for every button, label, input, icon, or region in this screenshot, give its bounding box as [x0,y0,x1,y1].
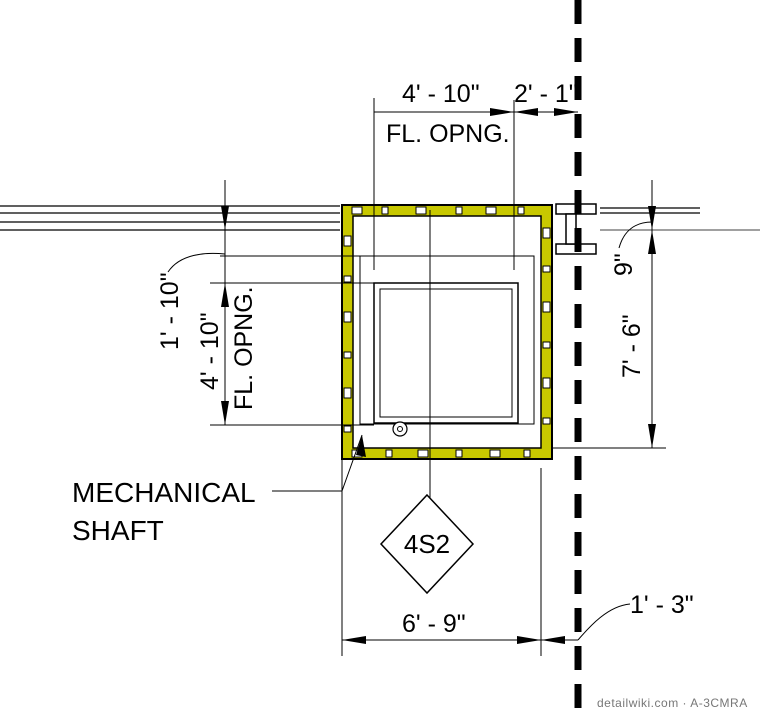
section-tag-label: 4S2 [404,529,450,559]
dim-floor-opening-depth: 4' - 10" [196,312,224,390]
note-mechanical: MECHANICAL [72,477,256,508]
dim-right-depth: 7' - 6" [618,314,646,378]
duct-inner [379,288,513,418]
insulation-pattern [343,206,551,458]
shaft-wall [341,204,553,460]
watermark: detailwiki.com · A-3CMRA [597,696,748,710]
dim-right-offset-top: 2' - 1" [514,80,578,108]
dim-overall-width: 6' - 9" [402,610,466,638]
dim-right-small: 9" [610,253,638,276]
label-floor-opening-top: FL. OPNG. [386,120,510,148]
dimension-lines [167,98,666,656]
pipe-symbol [392,421,408,437]
label-floor-opening-side: FL. OPNG. [230,286,258,410]
dim-right-offset-bottom: 1' - 3" [630,591,694,619]
duct-outer [373,282,519,424]
dim-floor-opening-width: 4' - 10" [402,80,480,108]
dim-left-offset: 1' - 10" [156,272,184,350]
section-tag: 4S2 [379,493,475,595]
floor-opening [359,255,535,425]
dimension-arrows [221,108,656,644]
shaft-interior [352,215,542,449]
note-shaft: SHAFT [72,515,164,546]
